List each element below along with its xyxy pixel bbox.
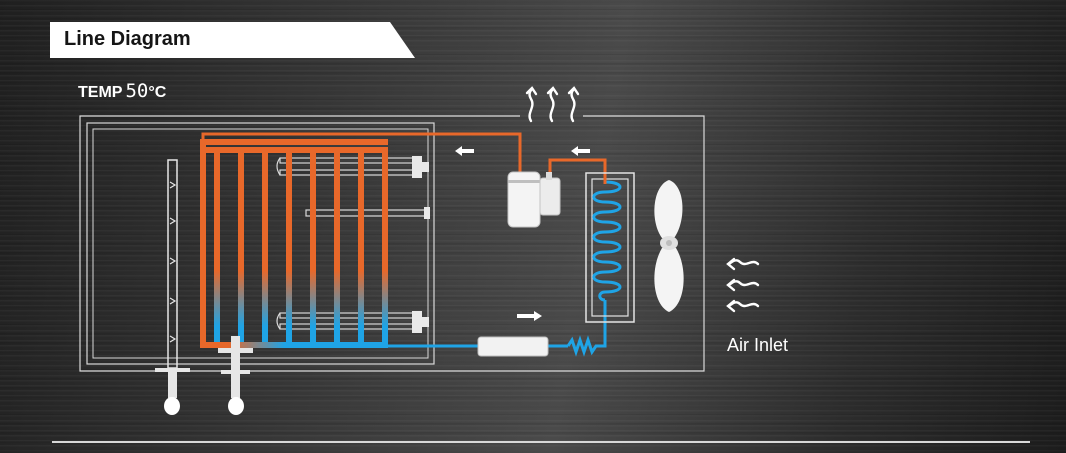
cold-refrigerant-line: [388, 300, 607, 357]
air-flow-icon: [726, 257, 760, 313]
filter-drier-icon: [477, 336, 549, 357]
thermometer-icon: [155, 159, 190, 415]
title-tab: Line Diagram: [50, 22, 415, 58]
arrow-icon: [455, 146, 590, 321]
fan-icon: [654, 180, 684, 312]
temperature-value: 50: [125, 80, 149, 102]
heat-waves-icon: [525, 86, 580, 123]
support-rod: [305, 207, 430, 219]
condenser-coil-icon: [585, 172, 635, 323]
temperature-probe-icon: [218, 336, 253, 415]
hot-refrigerant-line: [201, 132, 607, 178]
air-inlet-label: Air Inlet: [727, 335, 789, 355]
unit-outline: [79, 115, 705, 372]
page-title: Line Diagram: [64, 28, 191, 50]
heat-exchanger-coil: [200, 139, 388, 348]
temperature-unit: °C: [148, 84, 167, 101]
heating-element-top: [276, 156, 429, 178]
temperature-label: TEMP: [78, 84, 123, 101]
compressor-icon: [507, 171, 561, 228]
heating-element-bottom: [276, 311, 429, 333]
tank-outline: [86, 122, 435, 365]
bottom-divider: [52, 441, 1030, 443]
